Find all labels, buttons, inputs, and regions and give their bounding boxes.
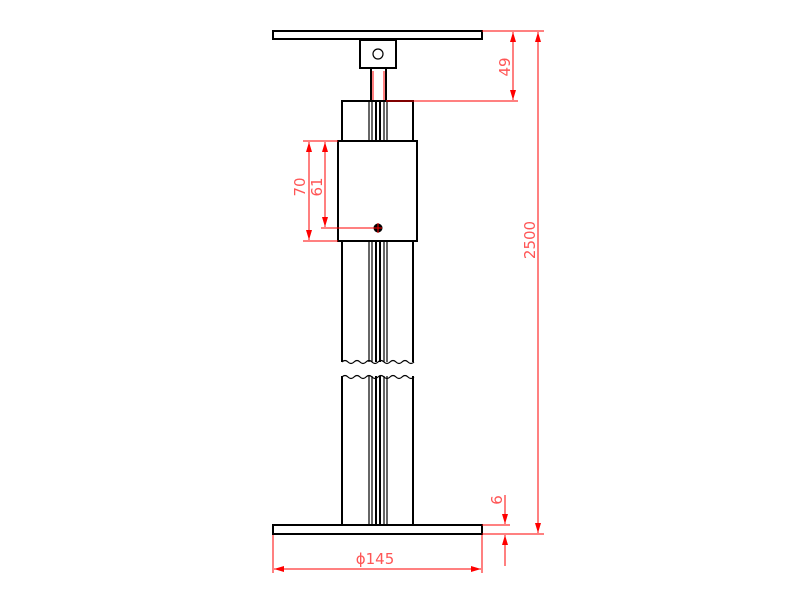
dimension-6: 6 (482, 495, 510, 566)
inner-rod (368, 101, 388, 141)
break-line (341, 359, 415, 365)
dimension-61: 61 (308, 142, 382, 233)
dimension-label: 70 (291, 177, 309, 196)
drawing-geometry (272, 30, 483, 535)
break-line (341, 374, 415, 380)
top-plate (272, 30, 483, 40)
base-plate (272, 524, 483, 535)
dimension-70: 70 (291, 140, 338, 242)
dimension-145: ϕ145 (272, 535, 483, 573)
head-block (359, 39, 397, 69)
lower-tube (341, 241, 415, 525)
dimension-label: ϕ145 (356, 550, 395, 568)
dimension-label: 2500 (521, 221, 539, 259)
upper-tube (341, 100, 414, 142)
dimension-49: 49 (386, 30, 518, 102)
collar (337, 140, 418, 242)
dimension-2500: 2500 (482, 30, 544, 535)
head-hole (372, 48, 384, 60)
dimension-label: 61 (308, 177, 326, 196)
dimension-label: 49 (496, 57, 514, 76)
dimension-label: 6 (488, 495, 506, 505)
